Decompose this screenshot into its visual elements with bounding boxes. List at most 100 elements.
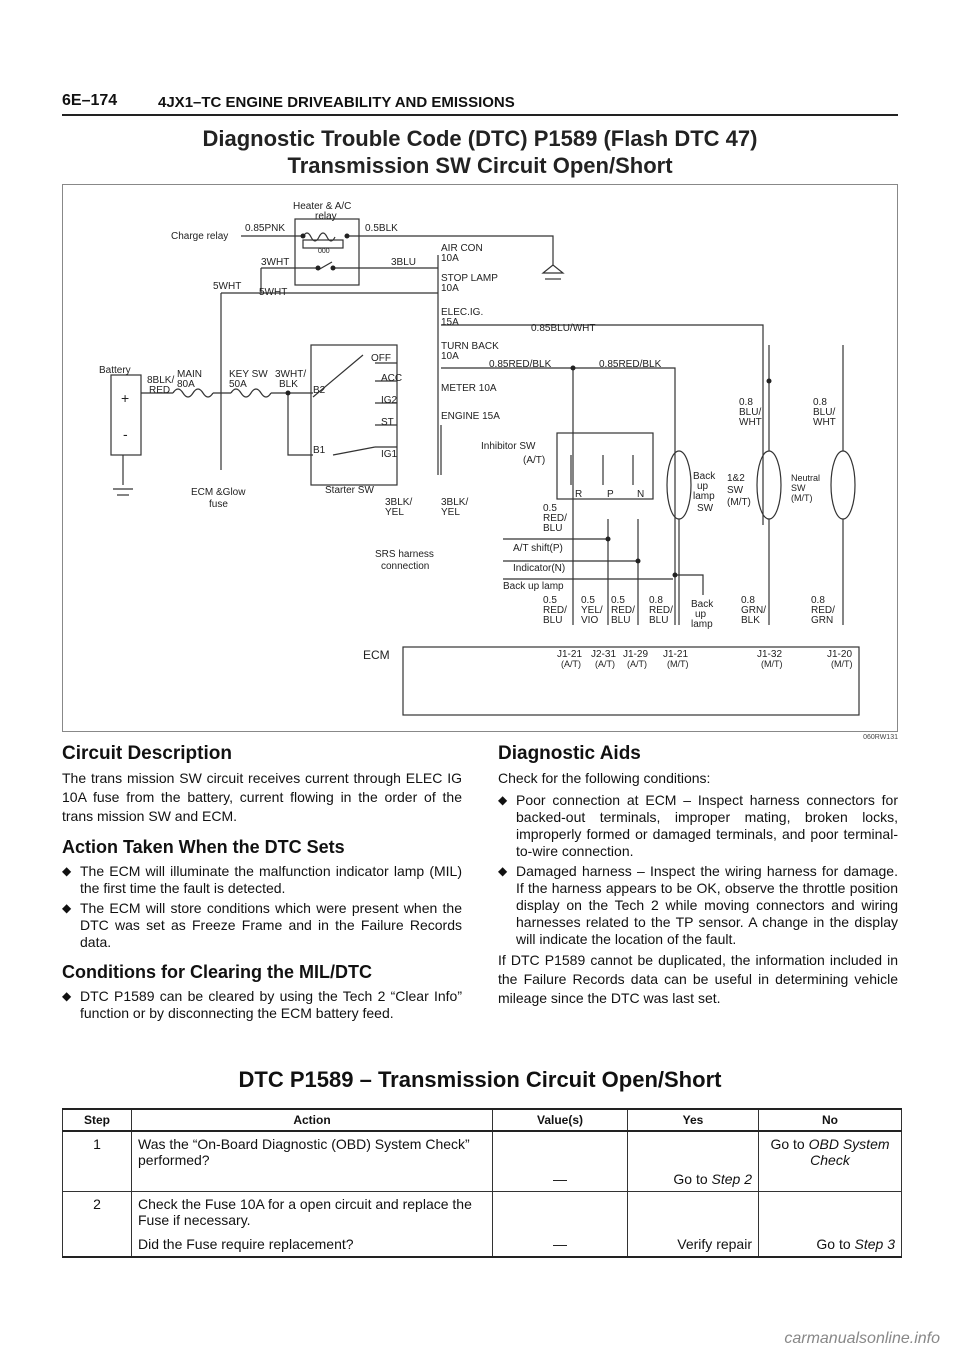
- section-title: 4JX1–TC ENGINE DRIVEABILITY AND EMISSION…: [158, 94, 515, 111]
- lbl-b1: B1: [313, 445, 326, 456]
- lbl-backup1: Back: [693, 471, 716, 482]
- lbl-wl2c: VIO: [581, 615, 598, 626]
- aids-intro: Check for the following conditions:: [498, 770, 711, 786]
- page-title-line2: Transmission SW Circuit Open/Short: [287, 153, 673, 178]
- lbl-at: (A/T): [523, 455, 545, 466]
- watermark: carmanualsonline.info: [784, 1330, 940, 1347]
- diagnostic-aids-heading: Diagnostic Aids: [498, 743, 641, 764]
- lbl-bl2: up: [695, 609, 707, 620]
- page-number: 6E–174: [62, 92, 118, 109]
- table-title: DTC P1589 – Transmission Circuit Open/Sh…: [238, 1067, 722, 1092]
- lbl-atshift: A/T shift(P): [513, 543, 563, 554]
- left-column: Circuit Description The trans mission SW…: [62, 744, 462, 1025]
- lbl-w085bluwht: 0.85BLU/WHT: [531, 323, 595, 334]
- lbl-elecig: ELEC.IG.: [441, 307, 483, 318]
- lbl-w8blk: 8BLK/: [147, 375, 174, 386]
- clear-heading: Conditions for Clearing the MIL/DTC: [62, 962, 372, 982]
- lbl-b2: B2: [313, 385, 326, 396]
- lbl-stoplamp: STOP LAMP: [441, 273, 498, 284]
- lbl-pin6s: (M/T): [831, 659, 853, 669]
- lbl-backup2: up: [697, 481, 709, 492]
- lbl-wl6a: 0.8: [811, 595, 825, 606]
- lbl-neutral1: Neutral: [791, 473, 820, 483]
- lbl-ecm: ECM: [363, 648, 390, 662]
- lbl-pin4: J1-21: [663, 649, 688, 660]
- lbl-wl2a: 0.5: [581, 595, 595, 606]
- list-item: Damaged harness – Inspect the wiring har…: [498, 863, 898, 948]
- aids-outro: If DTC P1589 cannot be duplicated, the i…: [498, 952, 898, 1006]
- lbl-backup3: lamp: [693, 491, 715, 502]
- list-item: The ECM will illuminate the malfunction …: [62, 863, 462, 897]
- lbl-starter: Starter SW: [325, 485, 374, 496]
- step-yes: Verify repair: [627, 1191, 759, 1258]
- lbl-red: RED: [149, 385, 170, 396]
- lbl-w08bluwht-6: WHT: [813, 417, 836, 428]
- lbl-pin5s: (M/T): [761, 659, 783, 669]
- lbl-bl1: Back: [691, 599, 714, 610]
- lbl-15a: 15A: [441, 317, 459, 328]
- table-header-row: Step Action Value(s) Yes No: [62, 1108, 902, 1132]
- lbl-turnback: TURN BACK: [441, 341, 499, 352]
- lbl-blk: BLK: [279, 379, 298, 390]
- lbl-pin2s: (A/T): [595, 659, 615, 669]
- lbl-w085redblk-b: 0.85RED/BLK: [599, 359, 662, 370]
- lbl-pin5: J1-32: [757, 649, 782, 660]
- aids-list: Poor connection at ECM – Inspect harness…: [498, 792, 898, 948]
- lbl-bl3: lamp: [691, 619, 713, 630]
- lbl-w3whtblk: 3WHT/: [275, 369, 306, 380]
- step-no: Go to OBD System Check: [758, 1131, 902, 1192]
- lbl-heater: Heater & A/C: [293, 201, 351, 212]
- wiring-diagram: Heater & A/C relay Charge relay 0.85PNK …: [62, 184, 898, 732]
- lbl-80a: 80A: [177, 379, 195, 390]
- lbl-ecmglow: ECM &Glow: [191, 487, 246, 498]
- lbl-w08bluwht-3: WHT: [739, 417, 762, 428]
- lbl-yel-b: YEL: [441, 507, 460, 518]
- lbl-fuse: fuse: [209, 499, 228, 510]
- table-row: 1 Was the “On-Board Diagnostic (OBD) Sys…: [62, 1131, 902, 1192]
- lbl-50a: 50A: [229, 379, 247, 390]
- lbl-coil: 000: [318, 248, 330, 255]
- lbl-pin3s: (A/T): [627, 659, 647, 669]
- figure-id: 060RW131: [863, 734, 898, 741]
- col-step: Step: [62, 1108, 132, 1132]
- table-row: 2 Check the Fuse 10A for a open circuit …: [62, 1191, 902, 1258]
- step-number: 2: [62, 1191, 132, 1258]
- lbl-wl3a: 0.5: [611, 595, 625, 606]
- list-item: The ECM will store conditions which were…: [62, 900, 462, 951]
- circuit-description-text: The trans mission SW circuit receives cu…: [62, 770, 462, 824]
- step-yes: Go to Step 2: [627, 1131, 759, 1192]
- lbl-pin4s: (M/T): [667, 659, 689, 669]
- lbl-ig2: IG2: [381, 395, 398, 406]
- step-no: Go to Step 3: [758, 1191, 902, 1258]
- lbl-sw12-3: (M/T): [727, 497, 751, 508]
- lbl-wl1b: RED/: [543, 605, 567, 616]
- lbl-wl6c: GRN: [811, 615, 833, 626]
- col-yes: Yes: [627, 1108, 759, 1132]
- lbl-backup4: SW: [697, 503, 714, 514]
- lbl-backuplamp-arrow: Back up lamp: [503, 581, 564, 592]
- lbl-wl1a: 0.5: [543, 595, 557, 606]
- list-item: DTC P1589 can be cleared by using the Te…: [62, 988, 462, 1022]
- clear-list: DTC P1589 can be cleared by using the Te…: [62, 988, 462, 1022]
- lbl-pin3: J1-29: [623, 649, 648, 660]
- lbl-keysw: KEY SW: [229, 369, 268, 380]
- lbl-pin2: J2-31: [591, 649, 616, 660]
- right-column: Diagnostic Aids Check for the following …: [498, 744, 898, 1012]
- lbl-w085pnk: 0.85PNK: [245, 223, 285, 234]
- lbl-wl1c: BLU: [543, 615, 562, 626]
- dtc-table: Step Action Value(s) Yes No 1 Was the “O…: [62, 1108, 902, 1258]
- lbl-n: N: [637, 489, 644, 500]
- lbl-w3wht: 3WHT: [261, 257, 289, 268]
- step-number: 1: [62, 1131, 132, 1192]
- lbl-neutral2: SW: [791, 483, 806, 493]
- lbl-ig1: IG1: [381, 449, 398, 460]
- lbl-pin6: J1-20: [827, 649, 852, 660]
- lbl-main: MAIN: [177, 369, 202, 380]
- lbl-neutral3: (M/T): [791, 493, 813, 503]
- lbl-off: OFF: [371, 353, 391, 364]
- lbl-wl2b: YEL/: [581, 605, 603, 616]
- page-header: 6E–174 4JX1–TC ENGINE DRIVEABILITY AND E…: [62, 88, 898, 116]
- lbl-yel-a: YEL: [385, 507, 404, 518]
- lbl-r: R: [575, 489, 582, 500]
- lbl-engine: ENGINE 15A: [441, 411, 500, 422]
